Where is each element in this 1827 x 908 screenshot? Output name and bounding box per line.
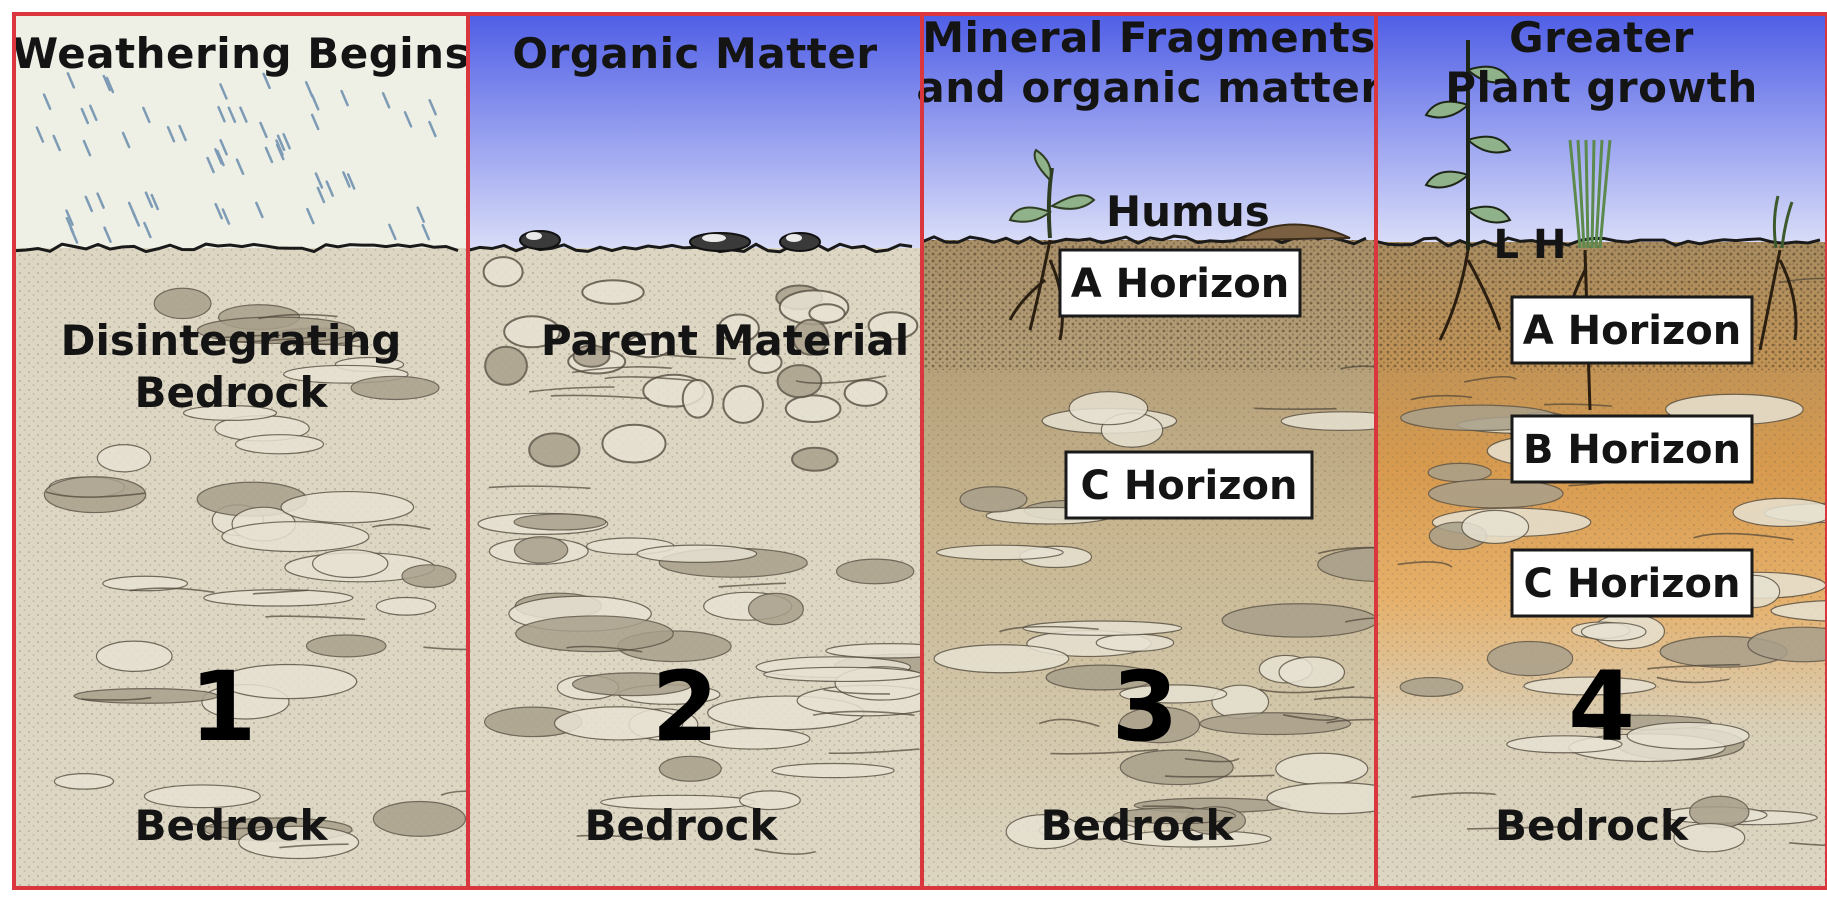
panel-3-heading-line: Mineral Fragments	[922, 13, 1376, 62]
horizon-box: B Horizon	[1512, 416, 1752, 482]
horizon-label: A Horizon	[1071, 261, 1290, 307]
horizon-box: A Horizon	[1060, 250, 1300, 316]
stage-number: 1	[190, 651, 257, 763]
horizon-label: C Horizon	[1524, 561, 1741, 607]
bedrock-label: Bedrock	[135, 801, 329, 850]
horizon-box: C Horizon	[1512, 550, 1752, 616]
panel-3-heading-line: and organic matter	[916, 63, 1381, 112]
panel-1-heading-line: Weathering Begins	[12, 29, 470, 78]
panel-4-heading-line: Plant growth	[1445, 63, 1758, 112]
bedrock-label: Bedrock	[1041, 801, 1235, 850]
panel-1-label: Disintegrating	[61, 316, 402, 365]
bedrock-label: Bedrock	[1495, 801, 1689, 850]
horizon-box: C Horizon	[1066, 452, 1312, 518]
panel-1-label: Bedrock	[135, 368, 329, 417]
stage-number: 4	[1568, 651, 1635, 763]
horizon-label: B Horizon	[1523, 427, 1741, 473]
horizon-label: C Horizon	[1081, 463, 1298, 509]
stage-number: 2	[652, 651, 719, 763]
panel-2-heading-line: Organic Matter	[512, 29, 877, 78]
stage-number: 3	[1112, 651, 1179, 763]
panel-4-heading-line: Greater	[1509, 13, 1694, 62]
litter-humus-label: L H	[1494, 222, 1567, 268]
horizon-box: A Horizon	[1512, 297, 1752, 363]
bedrock-label: Bedrock	[585, 801, 779, 850]
panel-1: Weathering BeginsDisintegratingBedrock1B…	[12, 14, 542, 888]
panel-2-label: Parent Material	[541, 316, 909, 365]
horizon-label: A Horizon	[1523, 308, 1742, 354]
humus-label: Humus	[1106, 187, 1270, 236]
